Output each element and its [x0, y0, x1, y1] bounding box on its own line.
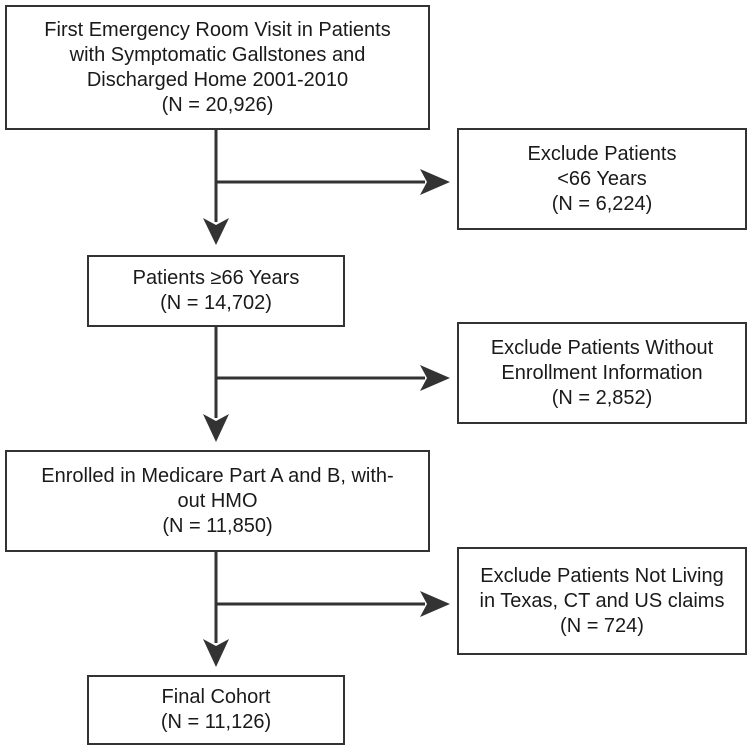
arrow-to-exclude3	[216, 591, 450, 617]
arrow-main2-to-main3	[203, 327, 229, 442]
box-exclude-not-texas-count: (N = 724)	[560, 614, 644, 637]
box-exclude-under-66-count: (N = 6,224)	[551, 192, 653, 215]
box-exclude-not-texas-line-1: Exclude Patients Not Living	[480, 564, 724, 587]
box-medicare-enrolled-line-1: Enrolled in Medicare Part A and B, with-	[41, 464, 394, 487]
arrow-main3-to-main4	[203, 552, 229, 667]
box-exclude-no-enrollment-line-2: Enrollment Information	[501, 361, 703, 384]
arrow-main1-to-main2	[203, 130, 229, 245]
box-medicare-enrolled-line-2: out HMO	[177, 489, 258, 512]
box-initial-cohort-line-1: First Emergency Room Visit in Patients	[44, 18, 391, 41]
box-initial-cohort-count: (N = 20,926)	[161, 93, 274, 116]
box-final-cohort-line-1: Final Cohort	[161, 686, 271, 708]
arrow-to-exclude1	[216, 169, 450, 195]
box-exclude-not-texas-line-2: in Texas, CT and US claims	[479, 589, 725, 612]
box-patients-66-plus-line-1: Patients ≥66 Years	[132, 267, 300, 289]
box-patients-66-plus: Patients ≥66 Years (N = 14,702)	[87, 255, 345, 327]
arrow-to-exclude2	[216, 365, 450, 391]
box-exclude-under-66-line-1: Exclude Patients	[527, 142, 677, 165]
box-initial-cohort-line-2: with Symptomatic Gallstones and	[69, 43, 366, 66]
box-final-cohort: Final Cohort (N = 11,126)	[87, 675, 345, 745]
box-exclude-no-enrollment-line-1: Exclude Patients Without	[490, 336, 714, 359]
box-exclude-under-66: Exclude Patients <66 Years (N = 6,224)	[457, 128, 747, 230]
box-medicare-enrolled: Enrolled in Medicare Part A and B, with-…	[5, 450, 430, 552]
box-medicare-enrolled-count: (N = 11,850)	[162, 514, 273, 537]
box-exclude-not-texas: Exclude Patients Not Living in Texas, CT…	[457, 547, 747, 655]
box-initial-cohort: First Emergency Room Visit in Patients w…	[5, 5, 430, 130]
box-exclude-no-enrollment: Exclude Patients Without Enrollment Info…	[457, 322, 747, 424]
box-final-cohort-count: (N = 11,126)	[160, 711, 272, 733]
box-exclude-under-66-line-2: <66 Years	[557, 167, 647, 190]
box-exclude-no-enrollment-count: (N = 2,852)	[551, 386, 653, 409]
box-patients-66-plus-count: (N = 14,702)	[160, 292, 272, 314]
box-initial-cohort-line-3: Discharged Home 2001-2010	[86, 68, 349, 91]
